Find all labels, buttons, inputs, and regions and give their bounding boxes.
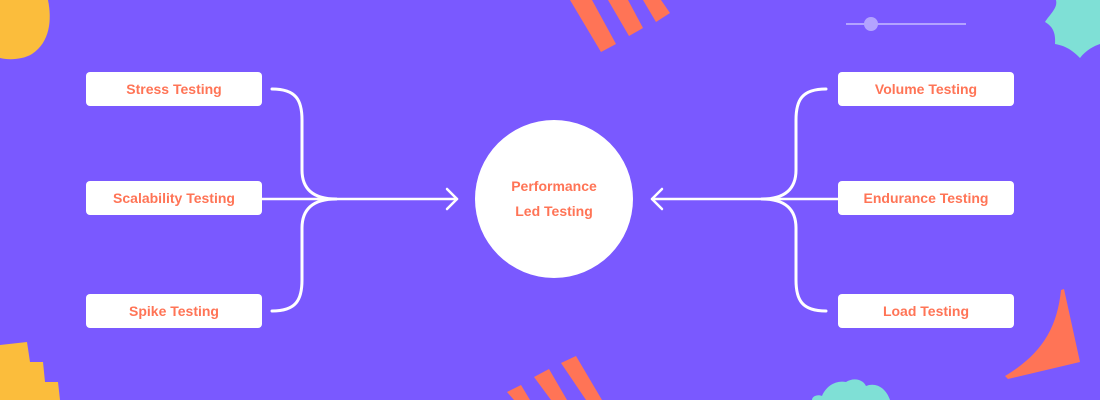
orange-stripes-bottom-shape xyxy=(507,356,602,400)
node-volume-testing: Volume Testing xyxy=(838,72,1014,106)
slider-decoration-shape xyxy=(846,17,966,31)
right-bracket-connector-lower xyxy=(760,197,828,313)
left-pointing-arrowhead-icon xyxy=(650,187,664,211)
node-label: Volume Testing xyxy=(874,81,978,97)
left-bracket-connector xyxy=(270,87,338,201)
node-label: Load Testing xyxy=(882,303,970,319)
right-bracket-connector xyxy=(760,87,828,201)
orange-stripes-top-shape xyxy=(570,0,670,52)
teal-cloud-shape xyxy=(812,379,890,400)
center-node-performance-led-testing: Performance Led Testing xyxy=(475,120,633,278)
node-label: Spike Testing xyxy=(129,303,219,319)
node-spike-testing: Spike Testing xyxy=(86,294,262,328)
orange-curved-triangle-shape xyxy=(1005,289,1080,379)
left-bracket-connector-lower xyxy=(270,197,338,313)
node-label: Stress Testing xyxy=(126,81,222,97)
node-label: Scalability Testing xyxy=(113,190,235,206)
node-label: Endurance Testing xyxy=(863,190,989,206)
center-label-line1: Performance xyxy=(511,178,597,194)
yellow-blob-shape xyxy=(0,0,50,60)
right-pointing-arrowhead-icon xyxy=(445,187,459,211)
node-stress-testing: Stress Testing xyxy=(86,72,262,106)
center-label-line2: Led Testing xyxy=(515,203,593,219)
yellow-steps-shape xyxy=(0,342,60,400)
teal-starburst-shape xyxy=(1045,0,1100,58)
node-endurance-testing: Endurance Testing xyxy=(838,181,1014,215)
node-load-testing: Load Testing xyxy=(838,294,1014,328)
node-scalability-testing: Scalability Testing xyxy=(86,181,262,215)
